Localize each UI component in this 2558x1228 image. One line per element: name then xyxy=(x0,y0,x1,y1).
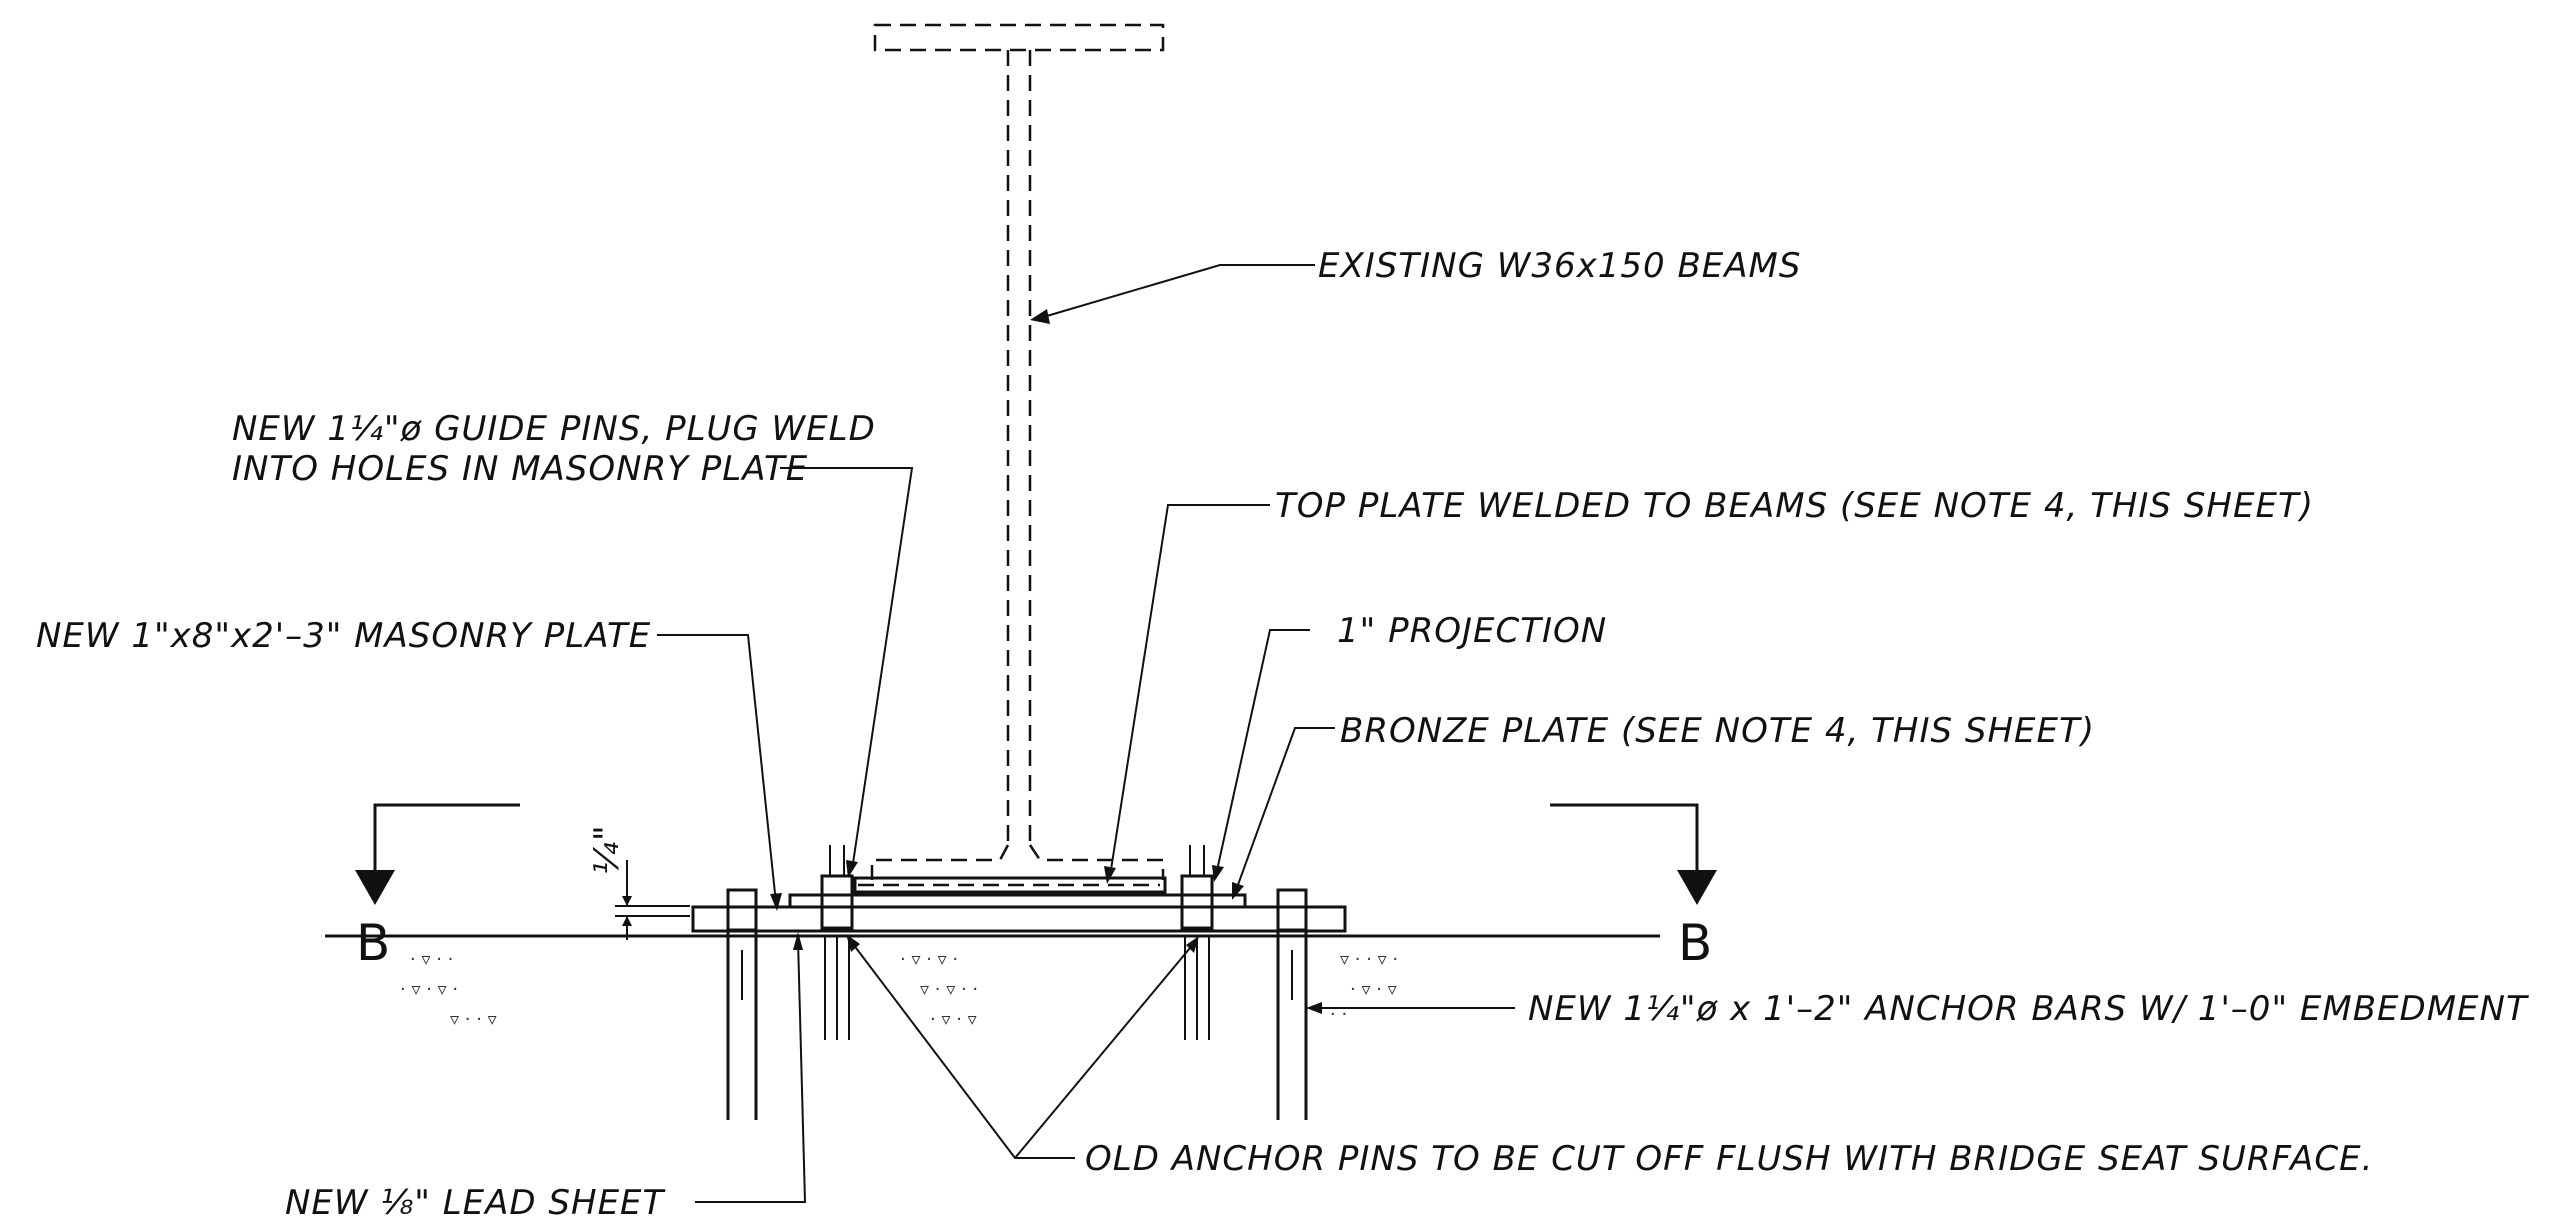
label-anchor-bars: NEW 1¼"ø x 1'–2" ANCHOR BARS W/ 1'–0" EM… xyxy=(1528,989,2529,1029)
existing-beam xyxy=(870,23,1165,880)
guide-pin-right xyxy=(1180,874,1214,930)
svg-text:▿ · · ▿: ▿ · · ▿ xyxy=(450,1009,497,1030)
svg-text:· ▿ · ·: · ▿ · · xyxy=(410,949,453,970)
leader-anchor-bars xyxy=(1306,1002,1515,1014)
label-masonry-plate: NEW 1"x8"x2'–3" MASONRY PLATE xyxy=(36,616,651,656)
leader-guide-pins xyxy=(780,467,914,878)
svg-text:· ▿ · ▿: · ▿ · ▿ xyxy=(930,1009,977,1030)
label-bronze-plate: BRONZE PLATE (SEE NOTE 4, THIS SHEET) xyxy=(1340,711,2095,751)
label-existing-beams: EXISTING W36x150 BEAMS xyxy=(1318,246,1801,286)
svg-text:· ▿ · ▿: · ▿ · ▿ xyxy=(1350,979,1397,1000)
section-marker-left xyxy=(325,803,520,938)
section-tag-left: B xyxy=(356,914,390,972)
svg-text:· ▿ · ▿ ·: · ▿ · ▿ · xyxy=(400,979,458,1000)
guide-pin-left xyxy=(820,874,854,930)
leader-top-plate xyxy=(1104,504,1270,884)
leader-old-pins xyxy=(846,934,1199,1159)
dimension-quarter-inch xyxy=(615,860,690,940)
old-anchor-pins xyxy=(824,936,1210,1040)
section-tag-right: B xyxy=(1678,914,1712,972)
top-plate xyxy=(853,876,1167,894)
bronze-plate xyxy=(788,893,1247,909)
label-old-anchor-pins: OLD ANCHOR PINS TO BE CUT OFF FLUSH WITH… xyxy=(1085,1139,2373,1179)
label-top-plate: TOP PLATE WELDED TO BEAMS (SEE NOTE 4, T… xyxy=(1275,486,2314,526)
svg-text:· ·: · · xyxy=(1330,1004,1347,1025)
masonry-plate xyxy=(691,905,1347,933)
svg-text:· ▿ · ▿ ·: · ▿ · ▿ · xyxy=(900,949,958,970)
svg-text:▿ · ▿ · ·: ▿ · ▿ · · xyxy=(920,979,978,1000)
anchor-bar-right xyxy=(1276,888,1308,1120)
leader-lead-sheet xyxy=(695,932,807,1203)
leader-projection xyxy=(1212,629,1310,882)
dimension-label: ¼" xyxy=(587,824,627,875)
leader-masonry-plate xyxy=(657,634,782,911)
label-guide-pins-1: NEW 1¼"ø GUIDE PINS, PLUG WELD xyxy=(232,409,876,449)
concrete-hatch: · ▿ · · · ▿ · ▿ · ▿ · · ▿ · ▿ · ▿ · ▿ · … xyxy=(400,949,1398,1030)
label-projection: 1" PROJECTION xyxy=(1337,611,1607,651)
label-lead-sheet: NEW ⅛" LEAD SHEET xyxy=(285,1183,666,1223)
section-marker-right xyxy=(1550,803,1717,905)
leader-beams xyxy=(1030,264,1315,324)
leader-bronze-plate xyxy=(1232,727,1335,900)
svg-text:▿ · · ▿ ·: ▿ · · ▿ · xyxy=(1340,949,1398,970)
label-guide-pins-2: INTO HOLES IN MASONRY PLATE xyxy=(232,449,808,489)
anchor-bar-left xyxy=(726,888,758,1120)
